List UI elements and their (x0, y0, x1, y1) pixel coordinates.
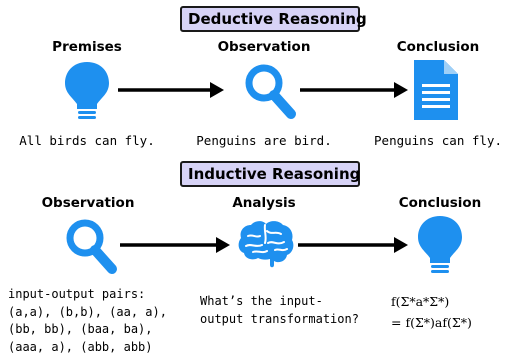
analysis-question: What’s the input- output transformation? (200, 294, 359, 326)
deductive-conclusion-heading: Conclusion (396, 39, 480, 55)
arrow-icon (120, 237, 230, 253)
conclusion-text: Penguins can fly. (374, 133, 502, 148)
arrow-icon (300, 82, 408, 98)
formula-line-1: f(Σ*a*Σ*) (391, 294, 450, 309)
deductive-title: Deductive Reasoning (180, 6, 367, 32)
brain-icon (238, 221, 294, 268)
inductive-observation-heading: Observation (41, 195, 135, 211)
analysis-heading: Analysis (232, 195, 296, 211)
document-icon (414, 60, 458, 120)
lightbulb-icon (65, 62, 109, 119)
deductive-observation-heading: Observation (217, 39, 311, 55)
premise-text: All birds can fly. (19, 133, 155, 148)
inductive-title: Inductive Reasoning (180, 161, 360, 187)
inductive-conclusion-heading: Conclusion (398, 195, 482, 211)
magnifier-icon (66, 219, 117, 274)
lightbulb-icon (418, 216, 462, 273)
arrow-icon (298, 237, 408, 253)
premises-heading: Premises (52, 39, 122, 55)
magnifier-icon (245, 64, 296, 119)
observation-pairs: input-output pairs: (a,a), (b,b), (aa, a… (8, 287, 167, 354)
arrow-icon (118, 82, 224, 98)
formula-line-2: = f(Σ*)af(Σ*) (391, 315, 472, 330)
observation-text: Penguins are bird. (196, 133, 332, 148)
